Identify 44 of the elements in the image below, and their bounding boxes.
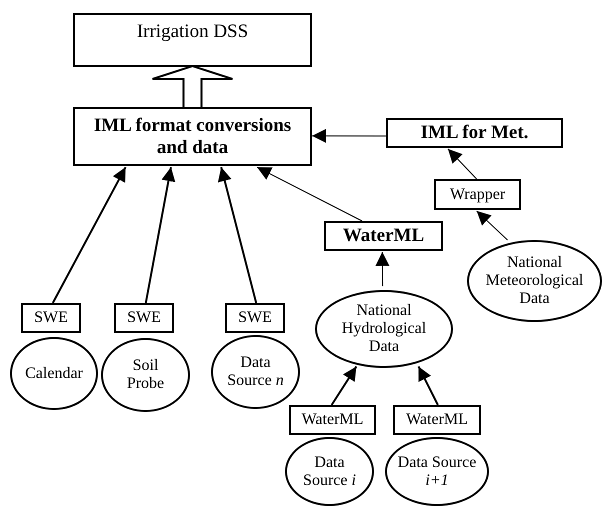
arrow xyxy=(447,148,478,180)
data-source-ellipse xyxy=(385,437,489,506)
block-arrow xyxy=(152,65,234,107)
process-box xyxy=(434,179,521,210)
process-box xyxy=(386,118,563,148)
process-box xyxy=(21,303,81,333)
node-label: National Meteorological Data xyxy=(484,254,584,308)
process-box xyxy=(324,221,443,251)
arrow xyxy=(218,166,258,304)
arrow xyxy=(144,167,176,304)
process-box xyxy=(73,13,312,67)
data-source-ellipse xyxy=(467,240,602,322)
arrow xyxy=(256,166,363,222)
node-label: Wrapper xyxy=(450,186,506,204)
process-box xyxy=(393,405,481,435)
node-label: WaterML xyxy=(302,411,364,429)
arrow xyxy=(375,251,390,287)
node-label: SWE xyxy=(127,309,161,327)
node-label: SWE xyxy=(34,309,68,327)
data-source-ellipse xyxy=(285,437,374,506)
node-label: WaterML xyxy=(342,225,424,247)
process-box xyxy=(289,405,376,435)
arrow xyxy=(312,128,386,143)
data-source-ellipse xyxy=(315,290,453,368)
arrow xyxy=(418,366,439,406)
arrow xyxy=(330,366,358,406)
arrow xyxy=(476,210,508,240)
node-label: Data Source i xyxy=(302,454,357,490)
node-label: Irrigation DSS xyxy=(136,21,248,42)
node-label: IML for Met. xyxy=(420,122,528,144)
data-source-ellipse xyxy=(10,337,98,410)
node-label: Soil Probe xyxy=(126,357,166,393)
node-label: WaterML xyxy=(406,411,468,429)
process-box xyxy=(114,303,174,333)
process-box xyxy=(73,107,312,166)
node-label: SWE xyxy=(238,309,272,327)
process-box xyxy=(225,303,285,333)
node-label: Calendar xyxy=(25,364,83,382)
node-label: IML format conversions and data xyxy=(92,115,292,158)
data-source-ellipse xyxy=(101,338,190,412)
node-label: Data Source i+1 xyxy=(397,454,477,490)
node-label: Data Source n xyxy=(226,354,285,390)
node-label: National Hydrological Data xyxy=(340,302,428,356)
arrow xyxy=(52,166,126,304)
